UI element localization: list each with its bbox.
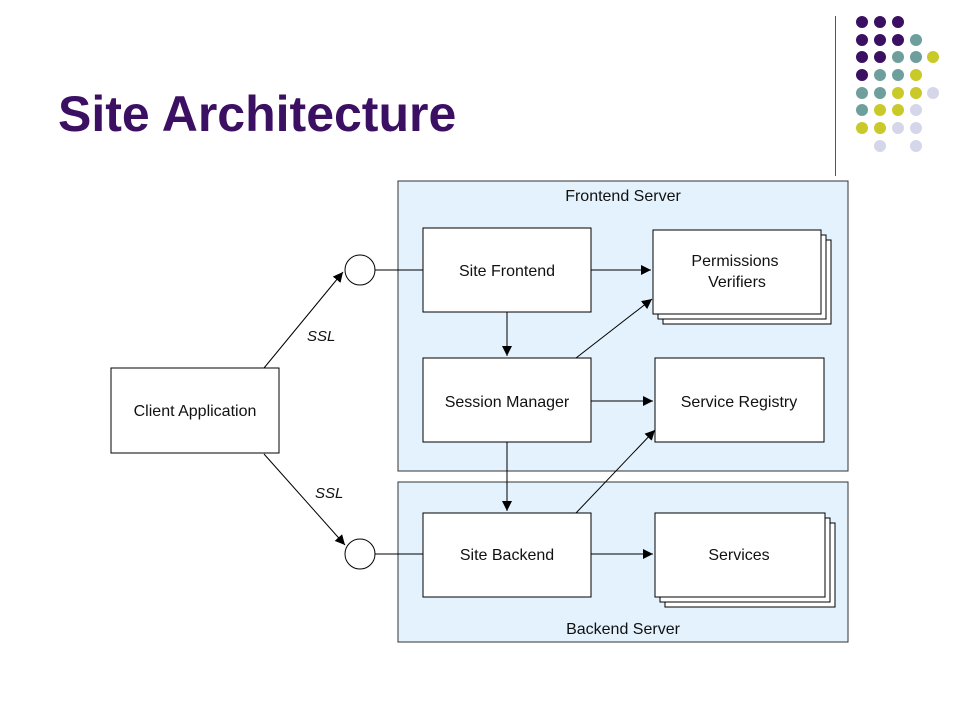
services-stack — [654, 512, 836, 608]
frontend-server-label: Frontend Server — [565, 188, 681, 205]
slide-title: Site Architecture — [58, 86, 457, 142]
frontend-interface-circle — [344, 254, 376, 286]
backend-server-label: Backend Server — [566, 621, 681, 638]
service-registry-box — [654, 357, 825, 443]
session-manager-box — [422, 357, 592, 443]
site-backend-label: Site Backend — [460, 547, 554, 564]
site-frontend-label: Site Frontend — [459, 263, 555, 280]
services-label: Services — [708, 547, 769, 564]
arrow-backend-to-registry — [575, 429, 656, 514]
backend-interface-circle — [344, 538, 376, 570]
ssl-label-top: SSL — [307, 328, 335, 345]
ssl-arrow-bottom — [263, 453, 346, 546]
session-manager-label: Session Manager — [445, 394, 570, 411]
arrow-session-to-permissions — [575, 298, 653, 359]
permissions-verifiers-label-line2: Verifiers — [708, 274, 766, 291]
ssl-label-bottom: SSL — [315, 485, 343, 502]
ssl-arrow-top — [263, 271, 344, 369]
client-application-box — [110, 367, 280, 454]
title-divider — [835, 16, 836, 176]
decorative-dot-grid — [856, 16, 939, 152]
permissions-verifiers-stack — [652, 229, 832, 325]
permissions-verifiers-label-line1: Permissions — [691, 253, 778, 270]
client-application-label: Client Application — [134, 403, 257, 420]
service-registry-label: Service Registry — [681, 394, 797, 411]
site-backend-box — [422, 512, 592, 598]
